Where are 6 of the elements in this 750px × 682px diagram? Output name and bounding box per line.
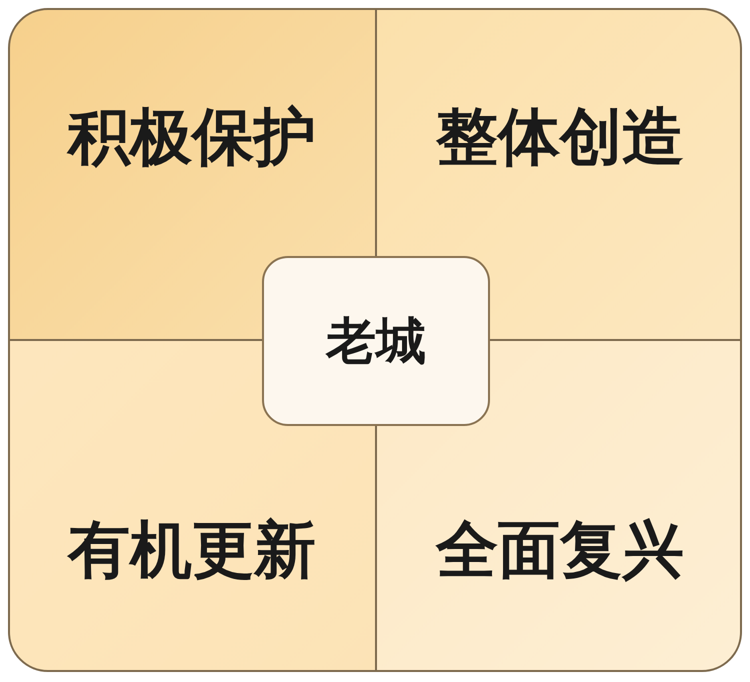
quadrant-label: 积极保护	[68, 99, 316, 175]
center-label: 老城	[326, 310, 426, 372]
quadrant-label: 整体创造	[436, 99, 684, 175]
quadrant-label: 全面复兴	[436, 512, 684, 588]
center-box	[262, 256, 490, 426]
quadrant-label: 有机更新	[68, 512, 316, 588]
